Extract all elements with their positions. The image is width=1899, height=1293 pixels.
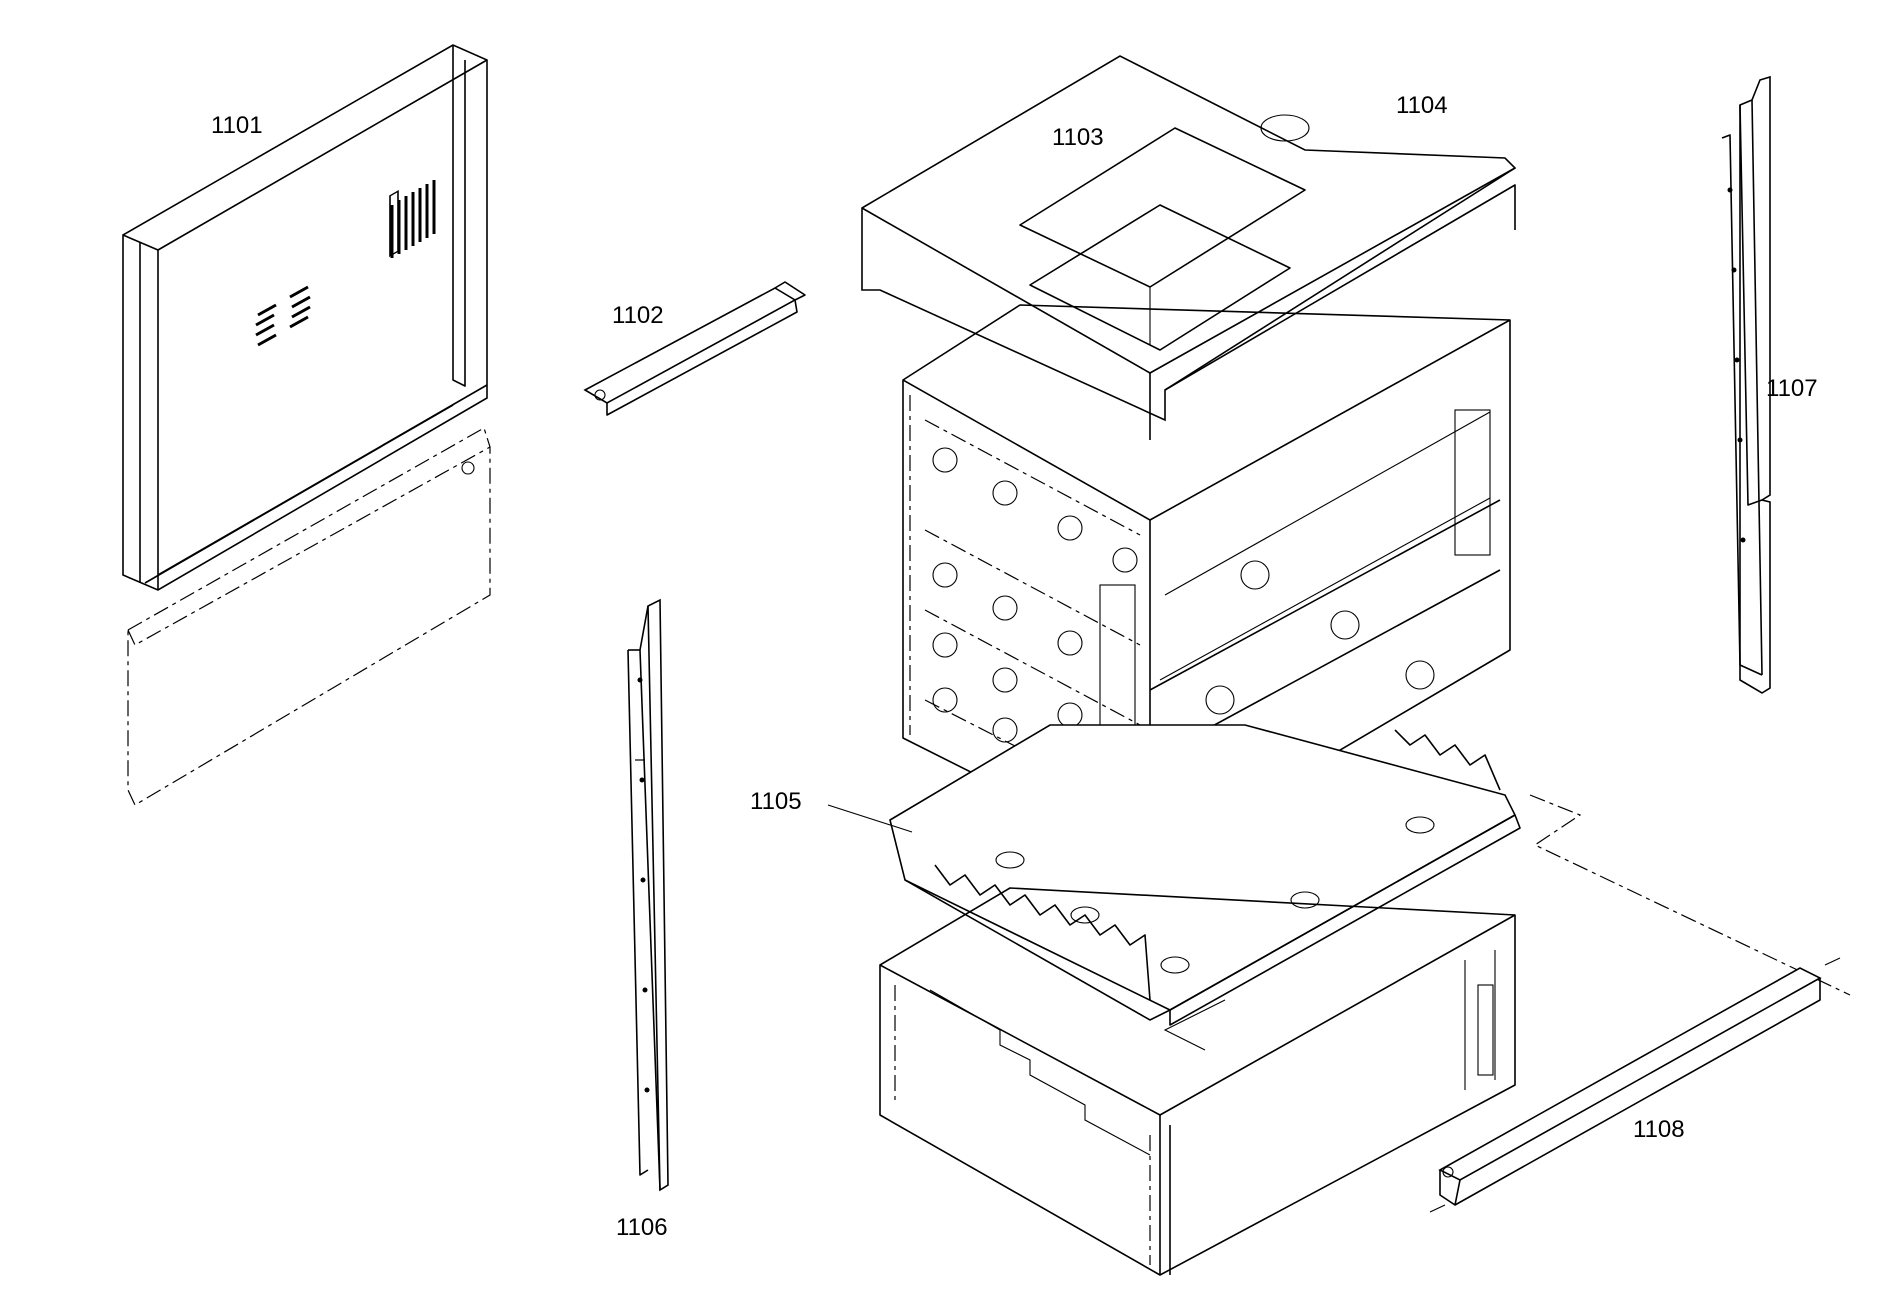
callout-1104: 1104 (1396, 92, 1448, 119)
callout-1105: 1105 (750, 788, 802, 815)
leader-lines (827, 804, 913, 833)
callout-1102: 1102 (612, 302, 664, 329)
trim-bar-1108 (1429, 957, 1841, 1213)
top-cover-1104 (861, 55, 1517, 440)
bracket-1102 (583, 281, 806, 416)
callout-1106: 1106 (616, 1214, 668, 1241)
lower-cabinet (879, 887, 1516, 1276)
callout-1103: 1103 (1052, 124, 1104, 151)
callout-1101: 1101 (211, 112, 263, 139)
rail-1106 (627, 598, 669, 1192)
callout-1108: 1108 (1633, 1116, 1685, 1143)
rear-panel-1101 (122, 44, 491, 806)
callout-1107: 1107 (1766, 375, 1818, 402)
rail-1107 (1721, 75, 1771, 694)
bottom-tray-1105 (889, 724, 1851, 1051)
